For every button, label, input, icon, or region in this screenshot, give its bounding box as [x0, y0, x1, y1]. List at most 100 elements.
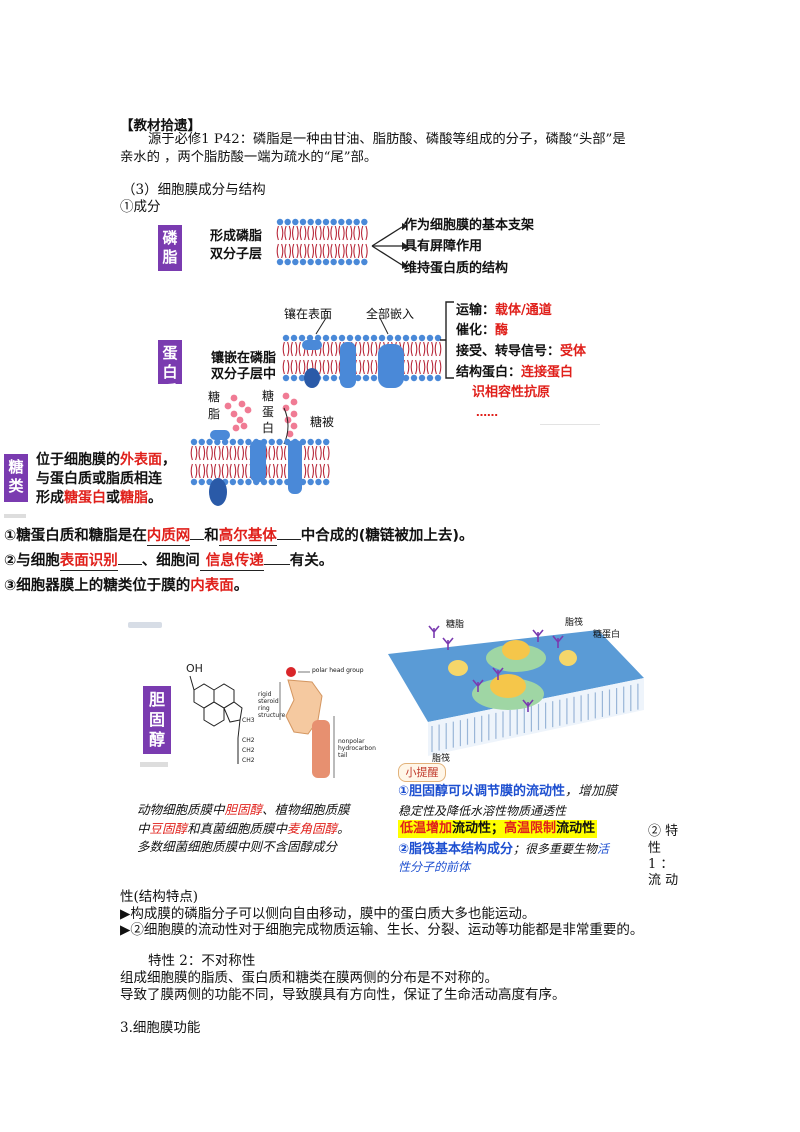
role-value: 连接蛋白 — [521, 365, 574, 380]
lipid-tail — [357, 243, 361, 259]
lipid-head — [361, 218, 368, 226]
lipid-tail — [198, 445, 201, 461]
role-key: 催化： — [456, 323, 496, 338]
lipid-tail — [327, 243, 330, 259]
emphasis: 胆固醇 — [224, 802, 263, 817]
section-bracket-title: 【教材拾遗】 — [120, 118, 201, 134]
svg-text:CH2: CH2 — [242, 757, 255, 764]
lipid-tail — [315, 463, 318, 479]
glycolipid-label-char1: 糖 — [208, 390, 221, 404]
property2-title: 特性 2：不对称性 — [148, 953, 256, 969]
clip-mark — [4, 514, 26, 518]
lipid-tail — [283, 445, 287, 461]
lipid-head — [276, 258, 284, 266]
protein-role-ellipsis: …… — [476, 406, 498, 419]
lipid-tail — [298, 341, 301, 357]
lipid-tail — [375, 341, 378, 357]
lipid-tail — [276, 225, 279, 241]
tip-line3-highlight: 低温增加流动性；高温限制流动性 — [398, 820, 598, 838]
raft-sugar-chain — [472, 679, 484, 692]
lipid-tail — [423, 341, 426, 357]
lipid-tail — [415, 341, 418, 357]
protein-role-catalysis: 催化：酶 — [456, 322, 508, 340]
protein-tag-char2: 白 — [162, 363, 178, 381]
blank-gap — [276, 539, 301, 540]
hydrocarbon-tail-shape — [312, 720, 330, 778]
lipid-tail — [330, 359, 333, 375]
blank-gap — [263, 564, 290, 565]
lipid-head — [315, 478, 322, 486]
lipid-head — [353, 258, 360, 266]
lipid-head — [345, 258, 353, 266]
lipid-head — [378, 334, 386, 342]
text: 、细胞间 — [141, 553, 200, 569]
lipid-tail — [276, 243, 279, 259]
lipid-tail — [367, 359, 370, 375]
bilayer-pattern — [276, 218, 368, 266]
sugar-bead — [286, 430, 294, 438]
lipid-head — [315, 258, 322, 266]
sugar-bead — [282, 392, 290, 400]
channel-protein-shape — [340, 342, 356, 388]
raft-label-raft-bottom: 脂筏 — [432, 754, 451, 764]
lipid-head — [268, 478, 275, 486]
lipid-head — [315, 218, 322, 226]
sugar-bead — [290, 398, 298, 406]
lipid-head — [353, 218, 360, 226]
lipid-head — [229, 478, 237, 486]
lipid-head — [190, 438, 198, 446]
lipid-tail — [365, 243, 368, 259]
text: 和真菌细胞质膜中 — [187, 821, 288, 836]
lipid-tail — [287, 359, 290, 375]
property1-side-2: 性 — [648, 841, 662, 856]
lipid-tail — [241, 463, 245, 479]
lipid-tail — [206, 463, 209, 479]
lipid-head — [370, 374, 378, 382]
lipid-head — [362, 374, 370, 382]
inner-protein-shape — [304, 368, 320, 388]
raft-label-glycoprotein: 糖蛋白 — [593, 630, 621, 640]
phospholipid-label-line1: 形成磷脂 — [210, 229, 263, 244]
membrane-protein-2 — [559, 650, 577, 666]
lipid-head — [370, 334, 378, 342]
sterol-note-line2: 中豆固醇和真菌细胞质膜中麦角固醇。 — [137, 820, 350, 838]
lipid-tail — [190, 445, 193, 461]
intro-paragraph-line1: 源于必修1 P42：磷脂是一种由甘油、脂肪酸、磷酸等组成的分子，磷酸“头部”是 — [148, 132, 626, 147]
cholesterol-tag: 胆 固 醇 — [143, 686, 171, 754]
role-key: 运输： — [456, 303, 496, 318]
phospholipid-tag: 磷 脂 — [158, 225, 182, 271]
text: 流动性 — [452, 821, 492, 836]
lipid-tail — [334, 243, 338, 259]
text: ①糖蛋白质和糖脂是在 — [4, 528, 147, 544]
text: 或 — [106, 490, 120, 506]
lipid-tail — [319, 463, 322, 479]
sugar-bead — [290, 410, 298, 418]
lipid-tail — [357, 225, 361, 241]
lipid-head — [206, 438, 213, 446]
emphasis: 糖蛋白 — [64, 490, 106, 506]
tip-line1: ①胆固醇可以调节膜的流动性，增加膜 — [398, 783, 617, 801]
svg-text:CH2: CH2 — [242, 747, 255, 754]
blank-gap — [190, 539, 205, 540]
lipid-tail — [237, 445, 240, 461]
lipid-head — [299, 218, 307, 226]
lipid-tail — [319, 225, 322, 241]
sugar-desc-line2: 与蛋白质或脂质相连 — [36, 471, 162, 487]
lipid-tail — [367, 341, 370, 357]
lipid-head — [268, 438, 275, 446]
lipid-tail — [298, 359, 301, 375]
emphasis: 高温限制 — [504, 821, 557, 836]
lipid-tail — [311, 225, 315, 241]
lipid-tail — [245, 463, 248, 479]
lipid-head — [276, 438, 283, 446]
fact-1: ①糖蛋白质和糖脂是在内质网和高尔基体中合成的(糖链被加上去)。 — [4, 527, 474, 546]
lipid-tail — [410, 359, 413, 375]
lipid-tail — [362, 341, 365, 357]
fill-blank: 表面识别 — [59, 553, 118, 571]
lipid-head — [330, 218, 337, 226]
text: ，增加膜 — [565, 784, 618, 799]
lipid-tail — [434, 359, 437, 375]
role-value: 载体/通道 — [495, 303, 552, 318]
sterol-note-line3: 多数细菌细胞质膜中则不含固醇成分 — [137, 839, 338, 854]
protein-role-receptor: 接受、转导信号：受体 — [456, 343, 586, 361]
